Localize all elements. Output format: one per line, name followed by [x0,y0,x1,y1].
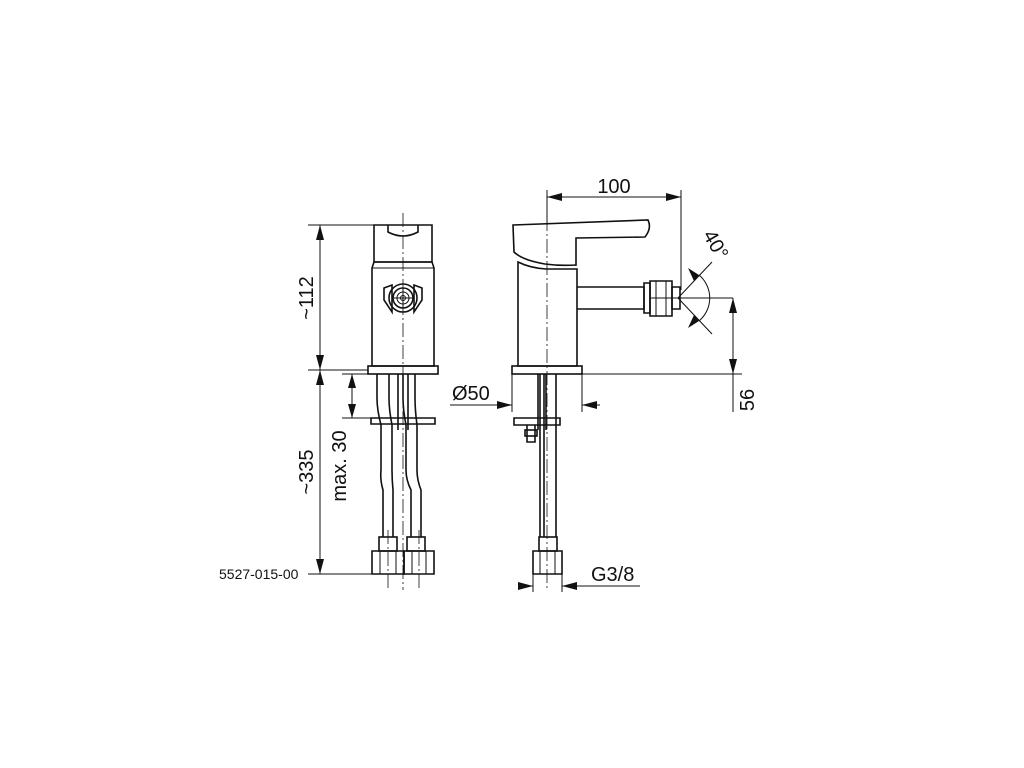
side-nozzle [643,280,681,317]
front-view: ~112 ~335 max. 30 5527-015-00 [219,213,439,590]
dim-max-thickness [342,373,371,419]
dim-reach [546,190,682,290]
side-hose [532,374,563,575]
front-hoses [371,374,435,590]
side-view: 100 40° 56 Ø50 [450,176,759,592]
dim-height-bottom [308,370,372,575]
angle-label: 40° [698,226,732,263]
product-code: 5527-015-00 [219,566,299,582]
front-fixing-plate [370,417,436,425]
front-lever-notch [387,225,419,237]
reach-label: 100 [597,176,630,198]
max-thickness-label: max. 30 [329,430,351,501]
spout-height-label: 56 [737,389,759,411]
side-fixing [513,374,561,443]
dim-height-top [308,224,374,371]
side-spout [577,286,645,310]
connection-label: G3/8 [591,564,634,586]
dim-angle [660,261,733,335]
side-lever [512,219,651,267]
front-stud [397,374,409,430]
height-bottom-label: ~335 [296,449,318,494]
side-base [511,365,583,375]
dim-connection [518,574,640,592]
diameter-label: Ø50 [452,383,490,405]
side-body [517,260,578,367]
height-top-label: ~112 [296,276,318,320]
front-nozzle [383,283,423,315]
dim-diameter [450,374,600,412]
dim-spout-height [582,298,742,412]
